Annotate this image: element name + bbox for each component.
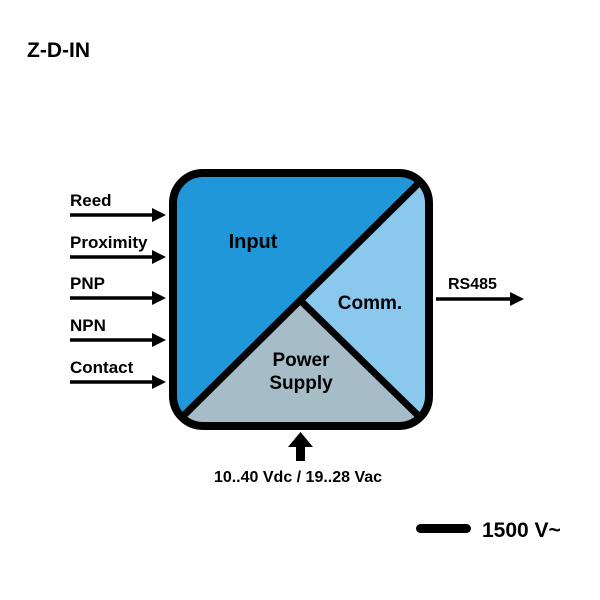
input-section-label: Input <box>229 231 278 253</box>
power-section-label-line2: Supply <box>269 373 333 394</box>
input-arrow-pnp <box>70 291 166 305</box>
output-arrow <box>436 292 524 306</box>
input-label-proximity: Proximity <box>70 233 148 252</box>
comm-section <box>302 173 429 426</box>
input-label-reed: Reed <box>70 191 112 210</box>
input-label-contact: Contact <box>70 358 134 377</box>
input-label-pnp: PNP <box>70 274 105 293</box>
isolation-label: 1500 V~ <box>482 519 561 542</box>
divider-power-comm <box>299 299 429 426</box>
input-arrows <box>70 208 166 389</box>
module-outline <box>169 169 433 430</box>
input-label-npn: NPN <box>70 316 106 335</box>
output-label: RS485 <box>448 276 497 293</box>
diagram-title: Z-D-IN <box>27 39 90 62</box>
comm-section-label: Comm. <box>338 293 402 314</box>
isolation-bar-icon <box>416 524 471 533</box>
power-supply-arrow <box>288 432 313 461</box>
power-section <box>173 302 429 426</box>
module-block <box>173 173 429 426</box>
divider-main-diagonal <box>173 173 429 426</box>
input-arrow-reed <box>70 208 166 222</box>
input-arrow-contact <box>70 375 166 389</box>
input-arrow-proximity <box>70 250 166 264</box>
power-supply-label: 10..40 Vdc / 19..28 Vac <box>214 469 382 486</box>
power-section-label-line1: Power <box>272 350 330 371</box>
input-arrow-npn <box>70 333 166 347</box>
